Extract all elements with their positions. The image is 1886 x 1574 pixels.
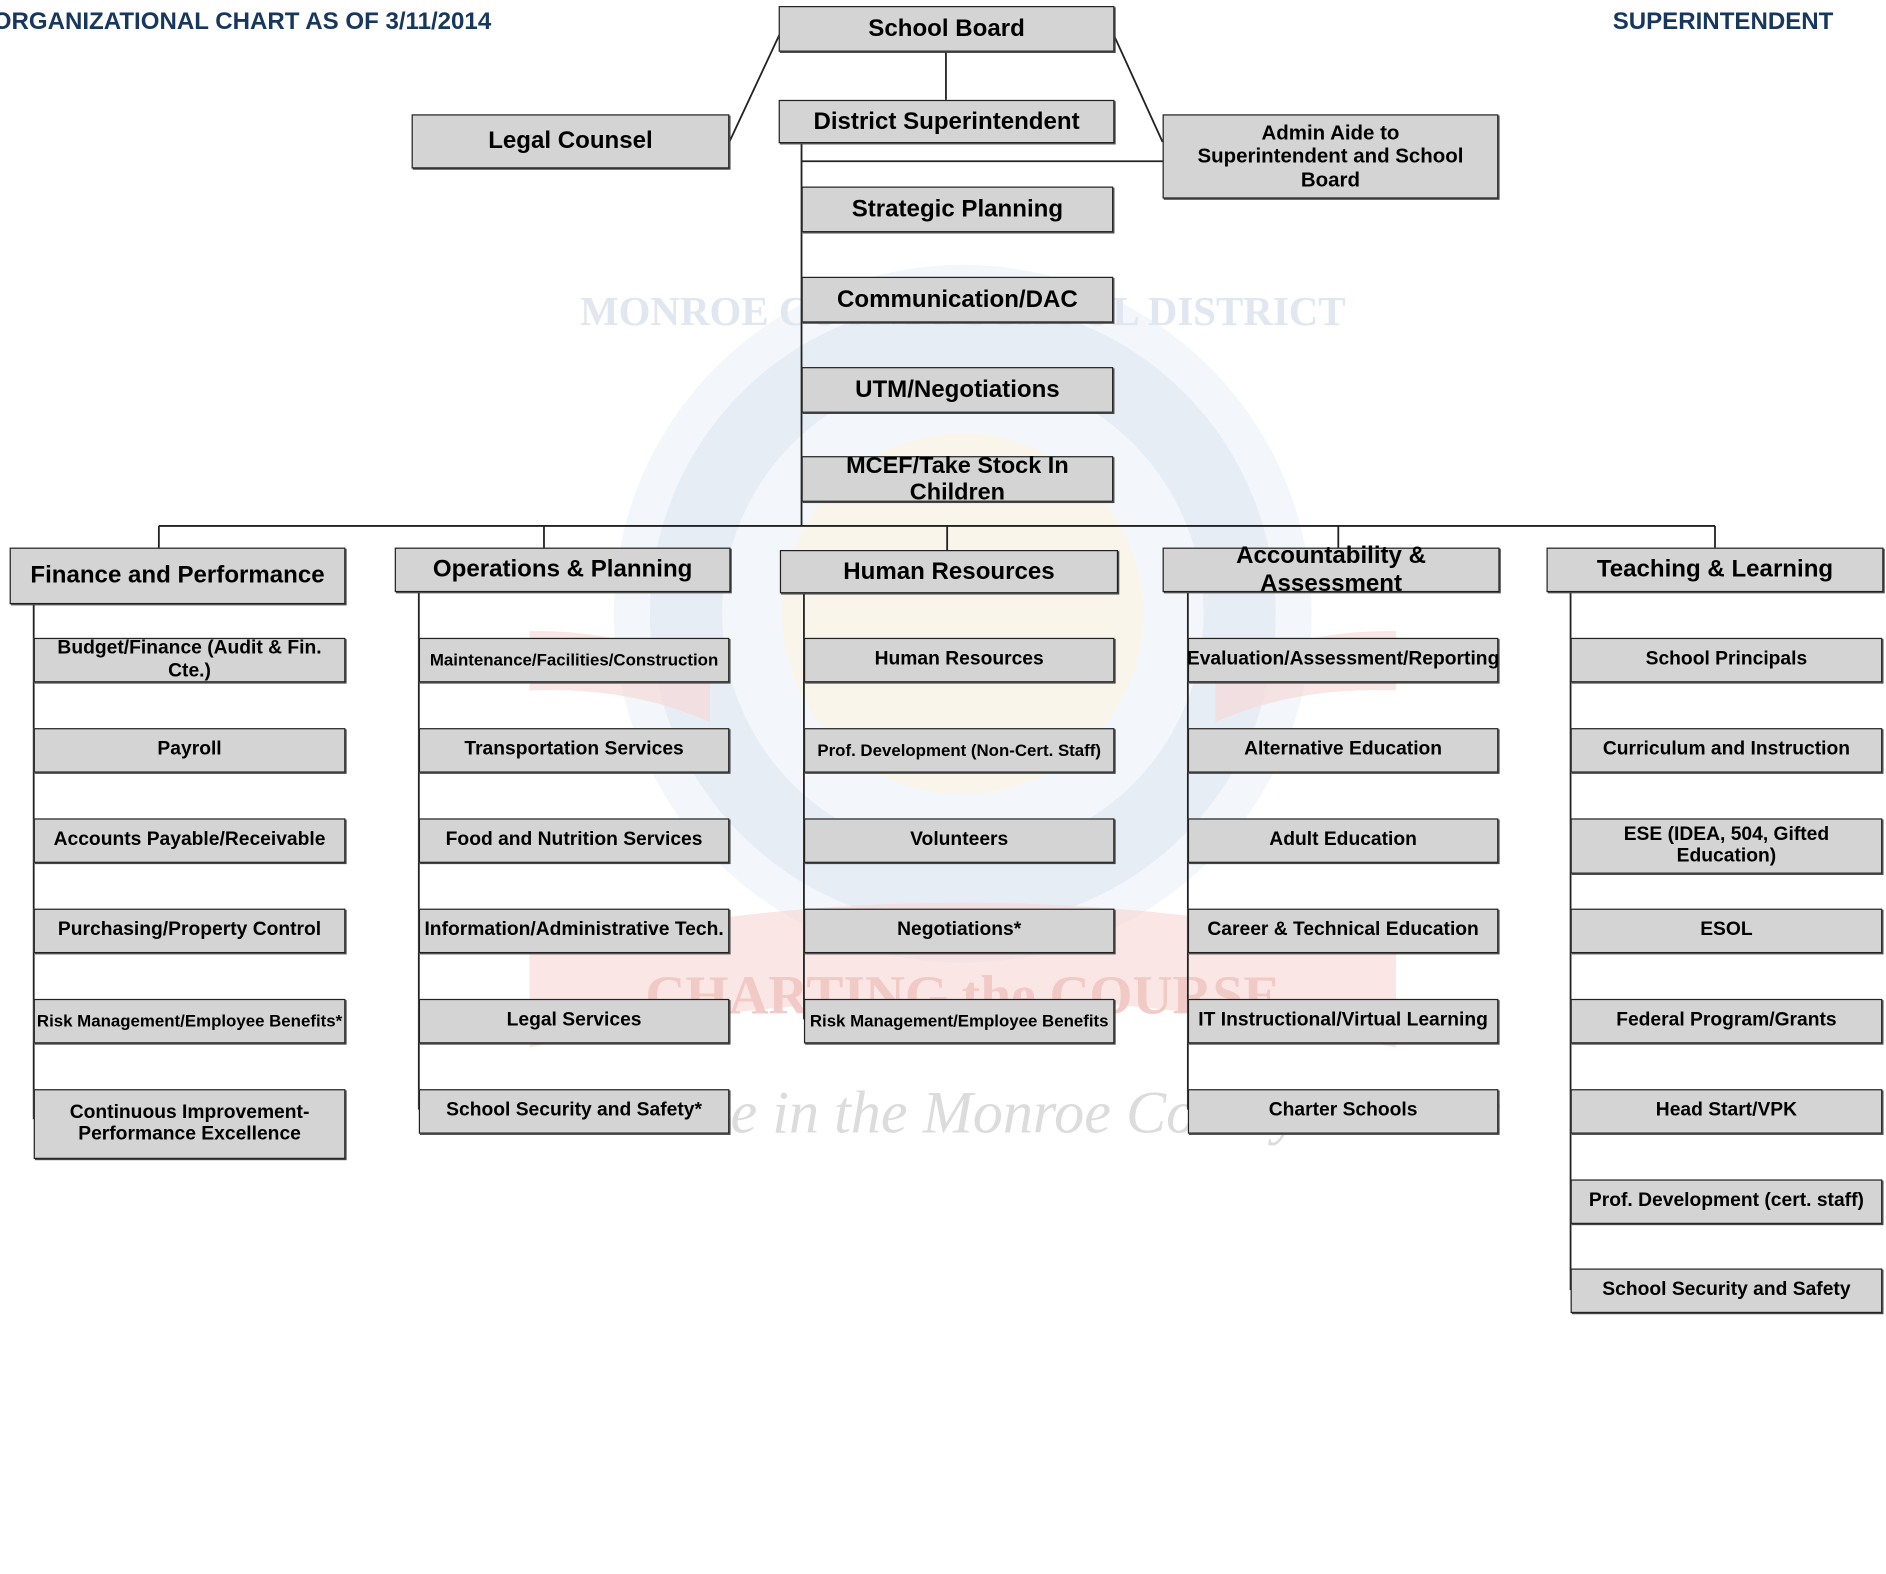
district-superintendent-box: District Superintendent: [778, 99, 1115, 144]
division-teaching-header: Teaching & Learning: [1546, 547, 1884, 593]
unit-federal-program: Federal Program/Grants: [1570, 998, 1883, 1044]
unit-risk-management-finance: Risk Management/Employee Benefits*: [33, 998, 346, 1044]
unit-curriculum: Curriculum and Instruction: [1570, 728, 1883, 773]
unit-continuous-improvement: Continuous Improvement-Performance Excel…: [33, 1089, 346, 1159]
staff-strategic-planning: Strategic Planning: [801, 186, 1114, 233]
unit-alternative-education: Alternative Education: [1187, 728, 1499, 773]
unit-esol: ESOL: [1570, 908, 1883, 954]
legal-counsel-box: Legal Counsel: [411, 114, 730, 169]
division-finance-header: Finance and Performance: [9, 547, 346, 605]
unit-school-security-tl: School Security and Safety: [1570, 1268, 1883, 1314]
unit-it-instructional: IT Instructional/Virtual Learning: [1187, 998, 1499, 1044]
unit-volunteers: Volunteers: [803, 818, 1115, 863]
unit-legal-services: Legal Services: [418, 998, 730, 1044]
unit-information-tech: Information/Administrative Tech.: [418, 908, 730, 954]
unit-food-nutrition: Food and Nutrition Services: [418, 818, 730, 863]
division-operations-header: Operations & Planning: [394, 547, 731, 593]
staff-communication-dac: Communication/DAC: [801, 276, 1114, 323]
unit-accounts-payable: Accounts Payable/Receivable: [33, 818, 346, 863]
division-accountability-header: Accountability & Assessment: [1162, 542, 1500, 596]
unit-ese: ESE (IDEA, 504, Gifted Education): [1570, 818, 1883, 874]
unit-transportation: Transportation Services: [418, 728, 730, 773]
unit-negotiations: Negotiations*: [803, 908, 1115, 954]
chart-title: ORGANIZATIONAL CHART AS OF 3/11/2014: [0, 8, 492, 35]
unit-head-start: Head Start/VPK: [1570, 1089, 1883, 1134]
unit-career-technical: Career & Technical Education: [1187, 908, 1499, 954]
unit-maintenance: Maintenance/Facilities/Construction: [418, 637, 730, 683]
division-hr-header: Human Resources: [779, 549, 1119, 594]
unit-risk-management-hr: Risk Management/Employee Benefits: [803, 998, 1115, 1044]
unit-human-resources: Human Resources: [803, 637, 1115, 683]
unit-adult-education: Adult Education: [1187, 818, 1499, 863]
unit-budget-finance: Budget/Finance (Audit & Fin. Cte.): [33, 637, 346, 683]
unit-school-security-ops: School Security and Safety*: [418, 1089, 730, 1134]
staff-utm-negotiations: UTM/Negotiations: [801, 367, 1114, 413]
unit-purchasing: Purchasing/Property Control: [33, 908, 346, 954]
staff-mcef: MCEF/Take Stock In Children: [801, 452, 1114, 505]
unit-charter-schools: Charter Schools: [1187, 1089, 1499, 1134]
unit-prof-dev-noncert: Prof. Development (Non-Cert. Staff): [803, 728, 1115, 773]
unit-prof-dev-cert: Prof. Development (cert. staff): [1570, 1179, 1883, 1224]
unit-evaluation: Evaluation/Assessment/Reporting: [1187, 637, 1499, 683]
school-board-box: School Board: [778, 6, 1115, 52]
superintendent-title: SUPERINTENDENT: [1612, 8, 1834, 35]
unit-school-principals: School Principals: [1570, 637, 1883, 683]
admin-aide-box: Admin Aide to Superintendent and School …: [1162, 114, 1499, 199]
unit-payroll: Payroll: [33, 728, 346, 773]
